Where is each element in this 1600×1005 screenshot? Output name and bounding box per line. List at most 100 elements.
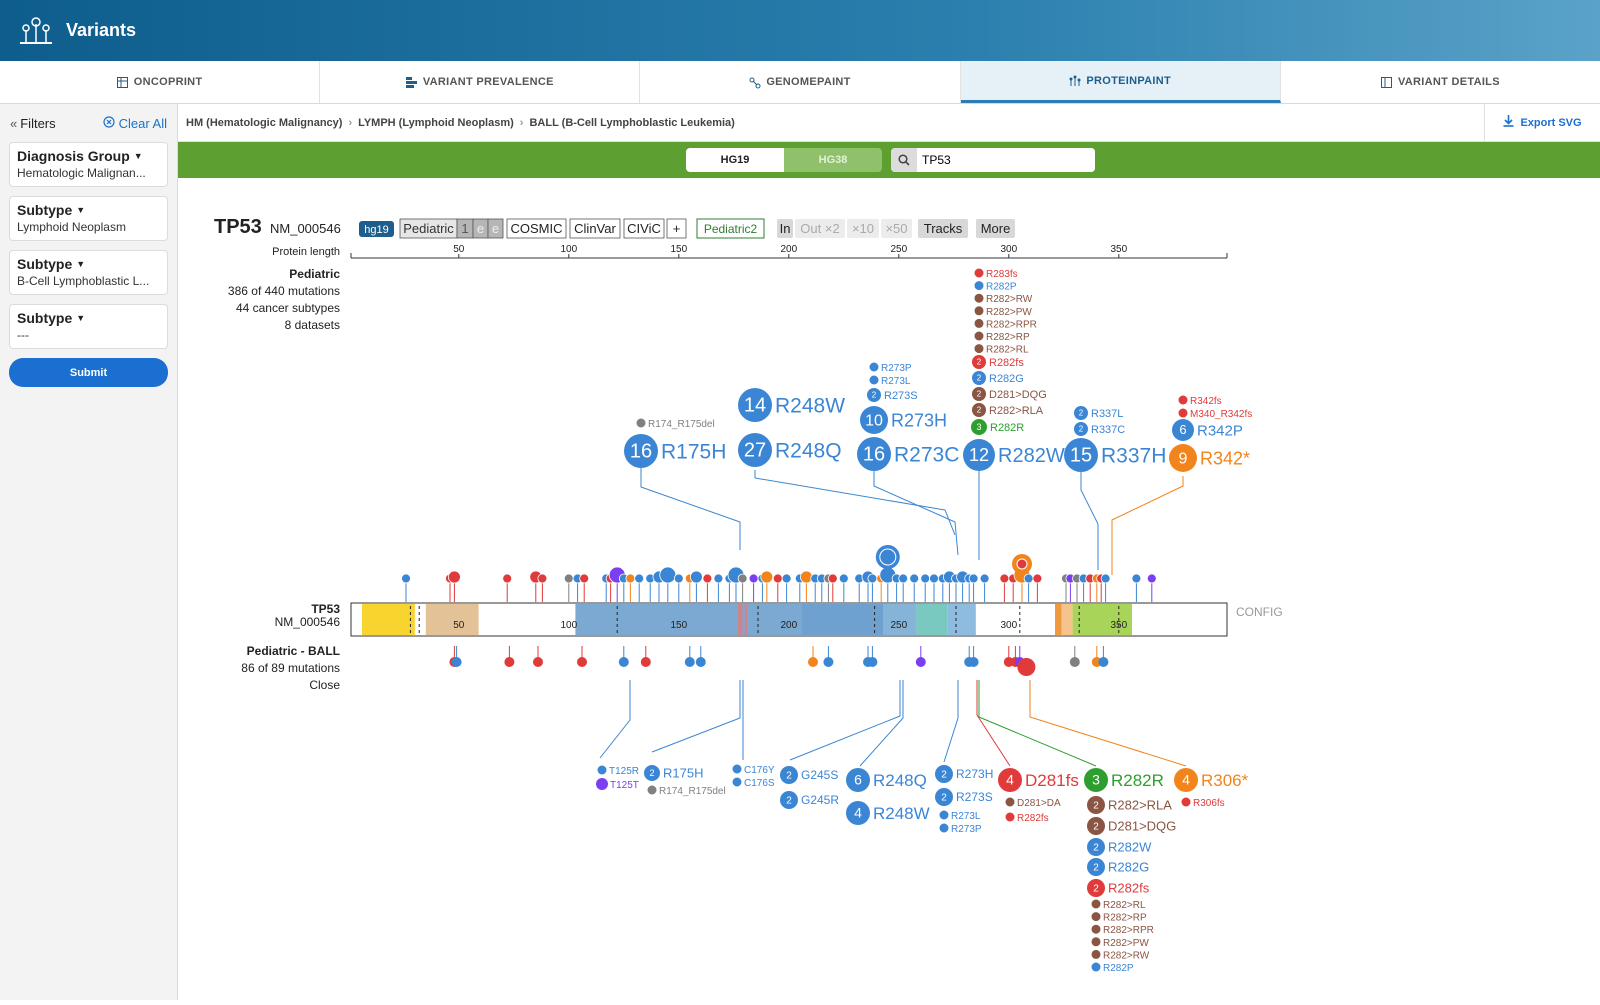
tracks-button[interactable] <box>918 219 968 238</box>
lower-r282-variant-dot[interactable] <box>1091 924 1101 934</box>
zoom-button[interactable] <box>881 219 912 238</box>
label-d281dqg-bubble[interactable] <box>972 387 986 401</box>
tab-variant-prevalence[interactable]: VARIANT PREVALENCE <box>320 61 641 103</box>
breadcrumb-item[interactable]: LYMPH (Lymphoid Neoplasm) <box>358 116 514 129</box>
lollipop-head[interactable] <box>634 573 645 584</box>
lower-r282-variant-dot[interactable] <box>1091 962 1101 972</box>
clear-all-button[interactable]: Clear All <box>102 116 167 131</box>
lollipop-head[interactable] <box>1100 573 1111 584</box>
label-r306fs-dot[interactable] <box>1181 797 1191 807</box>
label-r282w-bubble[interactable] <box>963 439 995 471</box>
lower-r282r-bubble[interactable] <box>1084 768 1108 792</box>
lollipop-head[interactable] <box>579 573 590 584</box>
lollipop-head[interactable] <box>1032 573 1043 584</box>
lollipop-head[interactable] <box>618 657 629 667</box>
lollipop-head[interactable] <box>1146 573 1157 584</box>
hg19-button[interactable]: HG19 <box>686 148 784 172</box>
lower-r282-variant-dot[interactable] <box>1091 949 1101 959</box>
label-r174del-dot[interactable] <box>636 418 646 428</box>
lollipop-head[interactable] <box>1023 573 1034 584</box>
lollipop-head[interactable] <box>979 573 990 584</box>
label-c176y-dot[interactable] <box>732 764 742 774</box>
track-button[interactable] <box>569 218 621 239</box>
lollipop-head[interactable] <box>827 573 838 584</box>
label-r273h-bubble[interactable] <box>860 406 888 434</box>
label-r342fs-dot[interactable] <box>1178 395 1188 405</box>
label-d281da-dot[interactable] <box>1005 797 1015 807</box>
label-r337h-bubble[interactable] <box>1064 438 1098 472</box>
lollipop-head[interactable] <box>748 573 759 584</box>
lower-r282-variant-dot[interactable] <box>1091 937 1101 947</box>
breadcrumb-item[interactable]: BALL (B-Cell Lymphoblastic Leukemia) <box>529 116 735 129</box>
lollipop-head[interactable] <box>772 573 783 584</box>
lower-r282rla-bubble[interactable] <box>1087 796 1105 814</box>
label-r342p-bubble[interactable] <box>1172 419 1194 441</box>
lower-d281dqg-bubble[interactable] <box>1087 817 1105 835</box>
filter-subtype-3[interactable]: Subtype▼ --- <box>9 304 168 349</box>
lollipop-head[interactable] <box>920 573 931 584</box>
label-r282-variant-dot[interactable] <box>974 281 984 291</box>
lollipop-head[interactable] <box>760 570 774 584</box>
lower-r282-variant-dot[interactable] <box>1091 912 1101 922</box>
zoom-button[interactable] <box>777 219 793 238</box>
lower-r174del-dot[interactable] <box>647 785 657 795</box>
close-button[interactable]: Close <box>309 678 340 692</box>
lollipop-head[interactable] <box>968 657 979 667</box>
lollipop-head[interactable] <box>1131 573 1142 584</box>
pediatric2-button[interactable] <box>696 218 765 239</box>
track-button[interactable] <box>623 218 665 239</box>
label-r337c-bubble[interactable] <box>1074 422 1088 436</box>
lollipop-head[interactable] <box>968 573 979 584</box>
label-t125t-dot[interactable] <box>596 778 608 790</box>
export-svg-button[interactable]: Export SVG <box>1484 104 1600 141</box>
lollipop-head[interactable] <box>1069 657 1080 667</box>
filter-subtype-2[interactable]: Subtype▼ B-Cell Lymphoblastic L... <box>9 250 168 295</box>
label-g245r-bubble[interactable] <box>780 791 798 809</box>
lower-r273s-bubble[interactable] <box>935 788 953 806</box>
label-r282-variant-dot[interactable] <box>974 268 984 278</box>
label-g245s-bubble[interactable] <box>780 766 798 784</box>
label-r337l-bubble[interactable] <box>1074 406 1088 420</box>
lollipop-head[interactable] <box>929 573 939 584</box>
label-r248q-bubble[interactable] <box>738 433 772 467</box>
zoom-button[interactable] <box>795 219 845 238</box>
lower-r248w-bubble[interactable] <box>846 801 870 825</box>
tab-proteinpaint[interactable]: PROTEINPAINT <box>960 61 1281 103</box>
lollipop-head[interactable] <box>673 573 684 584</box>
lower-r273h-bubble[interactable] <box>935 765 953 783</box>
lollipop-head[interactable] <box>823 657 834 667</box>
track-button[interactable] <box>506 218 567 239</box>
lower-r248q-bubble[interactable] <box>846 768 870 792</box>
lollipop-head[interactable] <box>1017 658 1036 676</box>
label-r282-variant-dot[interactable] <box>974 344 984 354</box>
lollipop-head[interactable] <box>659 566 677 584</box>
lollipop-head[interactable] <box>537 573 548 584</box>
filter-diagnosis-group[interactable]: Diagnosis Group▼ Hematologic Malignan... <box>9 142 168 187</box>
label-r175h-bubble[interactable] <box>624 434 658 468</box>
hg38-button[interactable]: HG38 <box>784 148 882 172</box>
track-button[interactable] <box>487 218 504 239</box>
lollipop-head[interactable] <box>867 573 878 584</box>
track-button[interactable] <box>666 218 687 239</box>
filters-toggle[interactable]: « Filters <box>10 116 56 131</box>
lower-r175h-bubble[interactable] <box>644 765 660 781</box>
lollipop-head[interactable] <box>502 573 513 584</box>
lower-r282fs-bubble[interactable] <box>1087 879 1105 897</box>
submit-button[interactable]: Submit <box>9 358 168 387</box>
more-button[interactable] <box>976 219 1015 238</box>
lollipop-head[interactable] <box>447 570 461 584</box>
lower-r273p-dot[interactable] <box>939 823 949 833</box>
label-r282fs-small-dot[interactable] <box>1005 812 1015 822</box>
lower-r282w-bubble[interactable] <box>1087 838 1105 856</box>
label-r273l-dot[interactable] <box>869 375 879 385</box>
lollipop-head[interactable] <box>808 657 818 667</box>
label-r282-variant-dot[interactable] <box>974 331 984 341</box>
label-t125r-dot[interactable] <box>597 765 607 775</box>
label-r306star-bubble[interactable] <box>1174 768 1198 792</box>
lollipop-head[interactable] <box>702 573 713 584</box>
lower-r273l-dot[interactable] <box>939 810 949 820</box>
zoom-button[interactable] <box>847 219 879 238</box>
lollipop-head[interactable] <box>909 573 920 584</box>
label-r248w-bubble[interactable] <box>738 388 772 422</box>
lollipop-head[interactable] <box>577 657 587 667</box>
